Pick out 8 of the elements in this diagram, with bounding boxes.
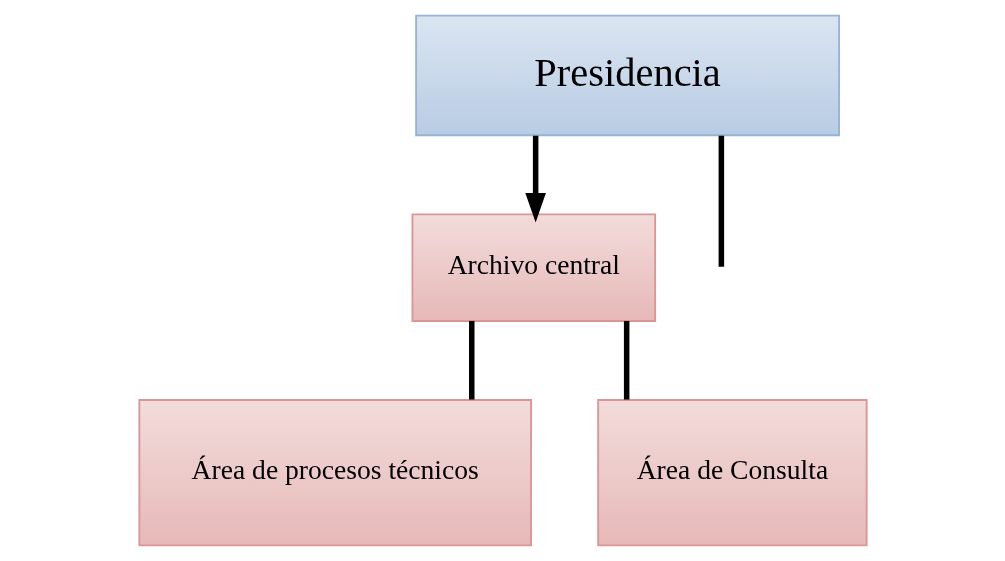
node-box: Área de procesos técnicos [137, 399, 532, 547]
node-box: Área de Consulta [596, 399, 868, 547]
connector [623, 320, 629, 400]
node-box: Archivo central [411, 213, 656, 322]
arrow [524, 135, 546, 223]
connector [718, 135, 724, 267]
connector [468, 320, 474, 400]
node-box: Presidencia [414, 14, 840, 137]
